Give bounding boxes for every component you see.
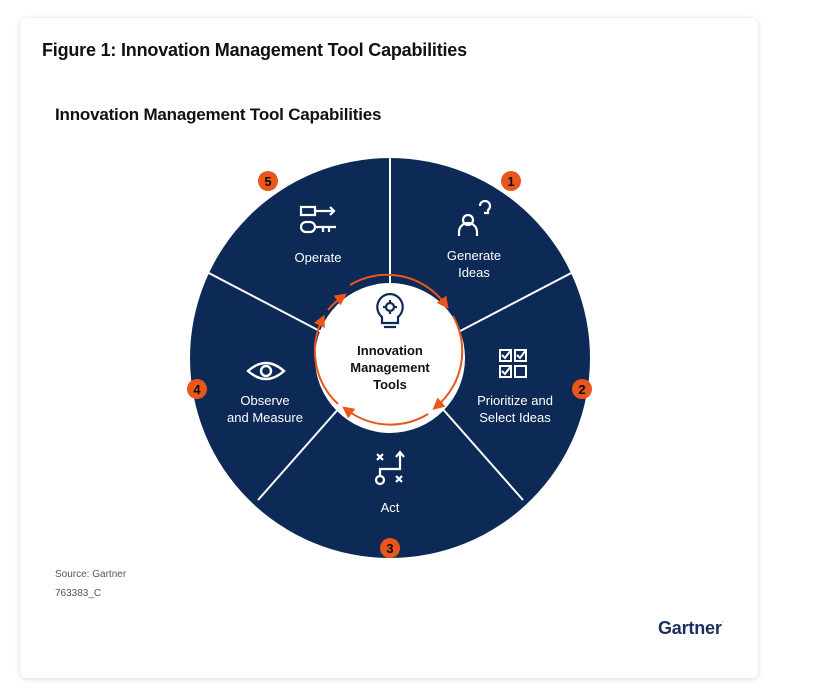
checklist-grid-icon bbox=[499, 349, 527, 378]
center-label-line-3: Tools bbox=[373, 377, 407, 392]
segment-observe-measure: Observe and Measure bbox=[227, 361, 303, 425]
divider-upper-right bbox=[442, 269, 578, 341]
diagram-title: Innovation Management Tool Capabilities bbox=[55, 105, 382, 124]
badge-4-number: 4 bbox=[193, 382, 201, 397]
badge-4: 4 bbox=[187, 379, 207, 399]
center-label-line-1: Innovation bbox=[357, 343, 423, 358]
cycle-arrow-4 bbox=[313, 314, 339, 405]
figure-card: Figure 1: Innovation Management Tool Cap… bbox=[20, 18, 758, 678]
badge-3: 3 bbox=[380, 538, 400, 558]
trademark-mark: . bbox=[721, 618, 724, 624]
segment-3-label: Act bbox=[381, 500, 400, 515]
segment-prioritize-select: Prioritize and Select Ideas bbox=[477, 349, 553, 425]
segment-dividers bbox=[202, 158, 578, 501]
center-label-line-2: Management bbox=[350, 360, 430, 375]
badge-2: 2 bbox=[572, 379, 592, 399]
lightbulb-gear-icon bbox=[376, 292, 404, 329]
eye-icon bbox=[246, 361, 286, 381]
segment-1-label-line-1: Generate bbox=[447, 248, 501, 263]
figure-title: Figure 1: Innovation Management Tool Cap… bbox=[42, 40, 467, 60]
badge-5: 5 bbox=[258, 171, 278, 191]
cycle-arrows bbox=[313, 273, 464, 426]
segment-4-label-line-2: and Measure bbox=[227, 410, 303, 425]
strategy-play-icon bbox=[374, 450, 405, 486]
cycle-arrow-3 bbox=[342, 406, 429, 426]
segment-operate: Operate bbox=[295, 205, 342, 265]
segment-act: Act bbox=[374, 450, 405, 515]
divider-lower-left bbox=[257, 397, 349, 501]
segment-2-label-line-1: Prioritize and bbox=[477, 393, 553, 408]
segment-5-label: Operate bbox=[295, 250, 342, 265]
segment-generate-ideas: Generate Ideas bbox=[447, 199, 501, 280]
center-hub bbox=[315, 283, 465, 433]
segment-1-label-line-2: Ideas bbox=[458, 265, 490, 280]
brand-name: Gartner bbox=[658, 618, 722, 638]
cycle-arrow-1 bbox=[349, 273, 449, 309]
person-lightbulb-icon bbox=[457, 199, 492, 236]
source-note: Source: Gartner bbox=[55, 569, 127, 580]
segment-4-label-line-1: Observe bbox=[240, 393, 289, 408]
badge-1-number: 1 bbox=[507, 174, 514, 189]
badge-2-number: 2 bbox=[578, 382, 585, 397]
gartner-logo: Gartner. bbox=[658, 618, 723, 639]
segment-2-label-line-2: Select Ideas bbox=[479, 410, 551, 425]
cycle-arrow-5 bbox=[327, 293, 347, 311]
divider-upper-left bbox=[202, 269, 338, 341]
badge-1: 1 bbox=[501, 171, 521, 191]
capabilities-wheel: Innovation Management Tools Generate Ide… bbox=[187, 158, 592, 558]
cycle-arrow-2 bbox=[432, 315, 464, 410]
badge-3-number: 3 bbox=[386, 541, 393, 556]
document-id: 763383_C bbox=[55, 588, 102, 599]
badge-5-number: 5 bbox=[264, 174, 271, 189]
operate-key-icon bbox=[299, 205, 336, 234]
divider-lower-right bbox=[432, 397, 524, 501]
